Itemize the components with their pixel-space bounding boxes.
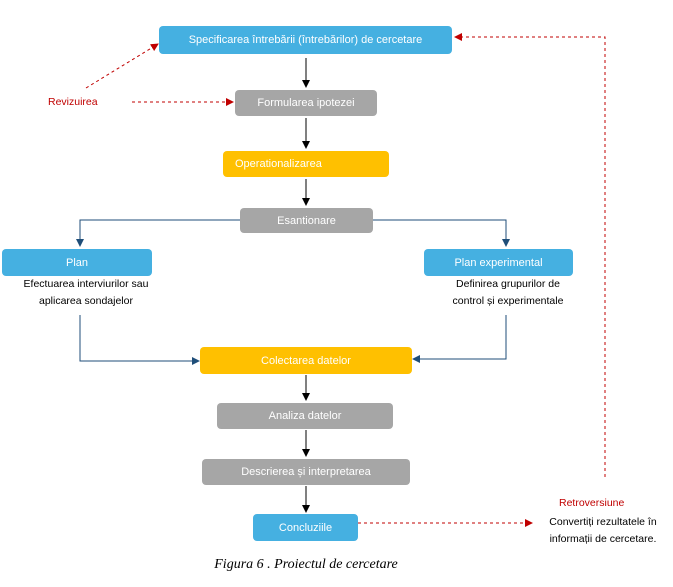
plan-note: Efectuarea interviurilor sau aplicarea s… [2,276,170,310]
retroversiune-loop [454,33,606,477]
revizuirea-diag-arrow [85,43,159,89]
plan-note-line1: Efectuarea interviurilor sau [23,278,149,290]
node-plan-experimental-label: Plan experimental [454,256,543,269]
node-plan: Plan [2,249,152,276]
node-concluziile-label: Concluziile [278,521,333,534]
node-colectarea: Colectarea datelor [200,347,412,374]
node-plan-experimental: Plan experimental [424,249,573,276]
connector-exp-colect [412,315,507,363]
retroversiune-note: Convertiți rezultatele în informații de … [536,514,670,548]
retroversiune-note-line2: informații de cercetare. [549,533,657,545]
node-specificarea-label: Specificarea întrebării (întrebărilor) d… [188,34,423,46]
node-descrierea-label: Descrierea și interpretarea [241,466,371,478]
node-esantionare-label: Esantionare [277,214,336,227]
plan-experimental-note: Definirea grupurilor de control și exper… [428,276,588,310]
node-formularea-label: Formularea ipotezei [257,97,355,109]
node-descrierea: Descrierea și interpretarea [202,459,410,485]
connector-plan-colect [79,315,200,365]
node-analiza-label: Analiza datelor [268,410,342,422]
node-operationalizarea-label: Operationalizarea [235,158,322,170]
node-plan-label: Plan [65,256,89,269]
plan-experimental-note-line2: control și experimentale [452,295,564,307]
node-concluziile: Concluziile [253,514,358,541]
connector-esant-plan [76,219,240,247]
plan-experimental-note-line1: Definirea grupurilor de [456,278,560,290]
connector-esant-exp [373,219,510,247]
retroversiune-note-line1: Convertiți rezultatele în [549,516,657,528]
node-specificarea: Specificarea întrebării (întrebărilor) d… [159,26,452,54]
node-operationalizarea: Operationalizarea [223,151,389,177]
node-esantionare: Esantionare [240,208,373,233]
plan-note-line2: aplicarea sondajelor [39,295,133,307]
figure-caption: Figura 6 . Proiectul de cercetare [214,557,398,572]
node-colectarea-label: Colectarea datelor [261,354,351,367]
node-analiza: Analiza datelor [217,403,393,429]
label-revizuirea: Revizuirea [48,96,98,108]
node-formularea: Formularea ipotezei [235,90,377,116]
label-retroversiune: Retroversiune [559,497,625,509]
